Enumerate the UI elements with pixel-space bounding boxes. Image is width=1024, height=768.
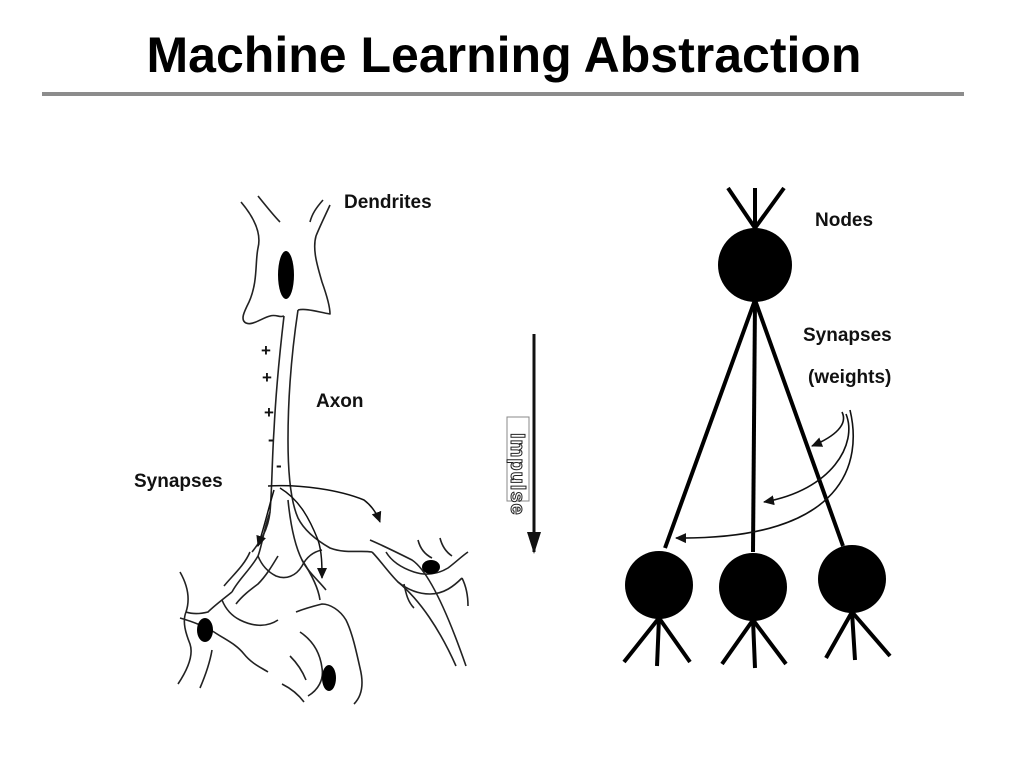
bottom-node-right [818, 545, 886, 613]
slide-title: Machine Learning Abstraction [146, 27, 862, 83]
bottom-node-left [625, 551, 693, 619]
charge-sign: - [276, 456, 282, 475]
impulse-label: Impulse [506, 433, 529, 517]
lower-left-neuron [177, 555, 279, 689]
weights-label-line1: Synapses [803, 325, 892, 346]
axon-label: Axon [316, 391, 364, 412]
lower-left-nucleus [197, 618, 213, 642]
charge-sign: + [261, 341, 271, 360]
network-connections [663, 299, 845, 553]
charge-sign: + [264, 403, 274, 422]
bio-synapses-label: Synapses [134, 471, 223, 492]
charge-sign: - [268, 430, 274, 449]
top-node-inputs [726, 186, 786, 230]
dendrites-label: Dendrites [344, 192, 432, 213]
title-divider [42, 92, 964, 96]
neuron-illustration [177, 195, 469, 705]
soma-outline [240, 195, 331, 325]
lower-right-nucleus [422, 560, 440, 574]
impulse-label-box [506, 416, 530, 502]
weights-label-line2: (weights) [808, 367, 892, 388]
lower-middle-nucleus [322, 665, 336, 691]
lower-middle-neuron [281, 603, 363, 705]
top-node [718, 228, 792, 302]
charge-sign: + [262, 368, 272, 387]
bottom-node-outputs [622, 610, 892, 669]
nodes-label: Nodes [815, 210, 874, 231]
bottom-node-middle [719, 553, 787, 621]
weight-arrows [675, 409, 855, 544]
axon-branches [223, 499, 467, 667]
soma-nucleus [278, 251, 294, 299]
bio-synapse-arrows [256, 484, 382, 579]
